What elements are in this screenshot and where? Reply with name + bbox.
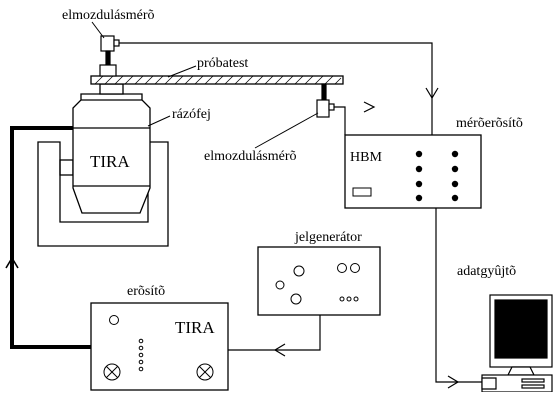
wire-top-sensor-amp [119,42,433,135]
amplifier-brand-label: HBM [350,150,382,165]
arrow-right-icon [447,375,460,389]
measuring-amplifier-box [344,134,482,209]
displacement-mid-leader [254,112,319,149]
power-amplifier-label: erõsítõ [127,284,165,299]
arrow-right-icon [363,101,376,113]
arrow-up-icon [5,256,19,269]
signal-generator-label: jelgenerátor [294,230,362,245]
shaker-brand-label: TIRA [90,152,130,171]
specimen-beam [90,75,344,85]
shaker-head-leader [147,115,171,127]
measuring-amplifier-label: mérõerõsítõ [456,116,523,131]
amplifier-knobs [415,150,459,202]
power-amp-controls [103,315,214,381]
arrow-left-icon [273,343,286,357]
data-logger-computer [481,294,553,393]
shaker-head-label: rázófej [172,107,211,122]
monitor-screen [494,299,548,359]
data-logger-label: adatgyûjtõ [457,264,516,279]
shaker [37,83,169,247]
shaker-armature [99,83,124,95]
displacement-sensor-top-label: elmozdulásmérõ [62,8,155,23]
top-displacement-sensor [99,35,120,77]
wire-generator-amp [228,315,321,351]
amplifier-display [352,187,372,197]
specimen-label: próbatest [197,56,248,71]
power-amplifier-box [90,302,229,391]
drive-cable [10,126,91,349]
mid-displacement-sensor [316,83,335,118]
displacement-sensor-mid-label: elmozdulásmérõ [204,149,297,164]
wire-amp-logger [435,208,482,383]
specimen-leader [167,65,197,78]
arrow-down-icon [425,87,439,100]
shaker-trunnion-left [59,159,74,176]
power-amplifier-brand-label: TIRA [175,318,215,337]
monitor-stand [507,366,535,376]
arrowheads [5,87,460,389]
shaker-body [72,93,151,214]
displacement-top-leader [91,21,105,39]
signal-generator-box [257,246,381,316]
wire-mid-sensor-amp [334,106,346,135]
specimen-hatch [94,75,342,85]
wires [119,42,482,383]
data-logger-input [481,377,497,390]
generator-controls [275,263,360,305]
